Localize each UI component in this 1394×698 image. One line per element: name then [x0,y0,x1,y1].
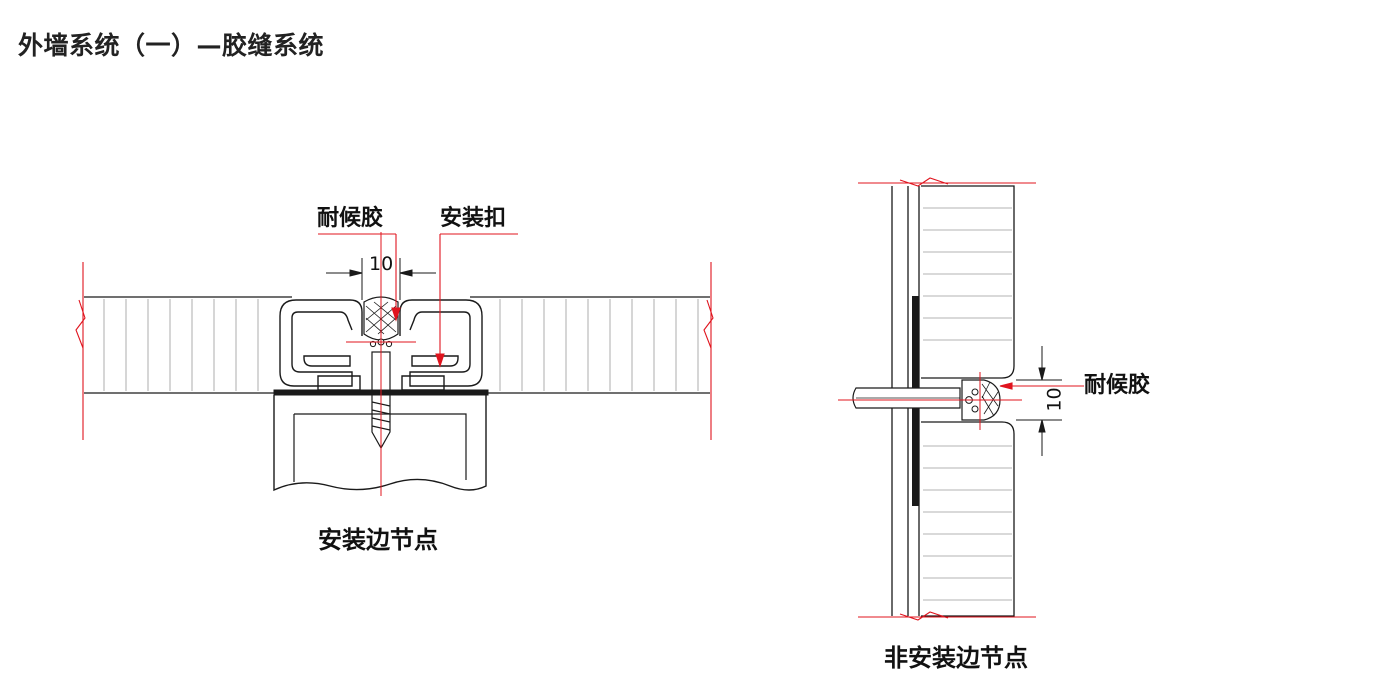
joint-strip [852,387,961,409]
dimension-label-right: 10 [1043,387,1066,412]
leader-sealant [318,233,401,322]
non-installation-edge-detail [838,177,1084,621]
installation-edge-detail [75,232,714,496]
dimension-10-horizontal [326,258,436,300]
centerlines [346,232,416,496]
sealant-label-right: 耐候胶 [1084,373,1151,398]
leader-clip [435,233,518,368]
wall-panel-upper [921,185,1015,379]
wall-panel-right [470,296,710,394]
break-lines [75,262,714,440]
caption-installation-edge: 安装边节点 [318,526,438,554]
aluminum-edge-profile-right [399,299,483,391]
caption-non-installation-edge: 非安装边节点 [884,644,1028,672]
wall-panel-lower [921,421,1015,617]
dimension-10-vertical [1016,346,1062,456]
wall-panel-left [84,296,292,394]
dimension-label-left: 10 [369,253,394,275]
sealant-label-left: 耐候胶 [317,206,384,231]
page-title: 外墙系统（一）—胶缝系统 [18,31,325,60]
break-lines-right [858,177,1036,621]
leader-sealant-right [999,382,1084,390]
mounting-clip-label: 安装扣 [440,206,507,231]
centerlines-right [838,372,1022,430]
aluminum-edge-profile-left [279,299,363,391]
